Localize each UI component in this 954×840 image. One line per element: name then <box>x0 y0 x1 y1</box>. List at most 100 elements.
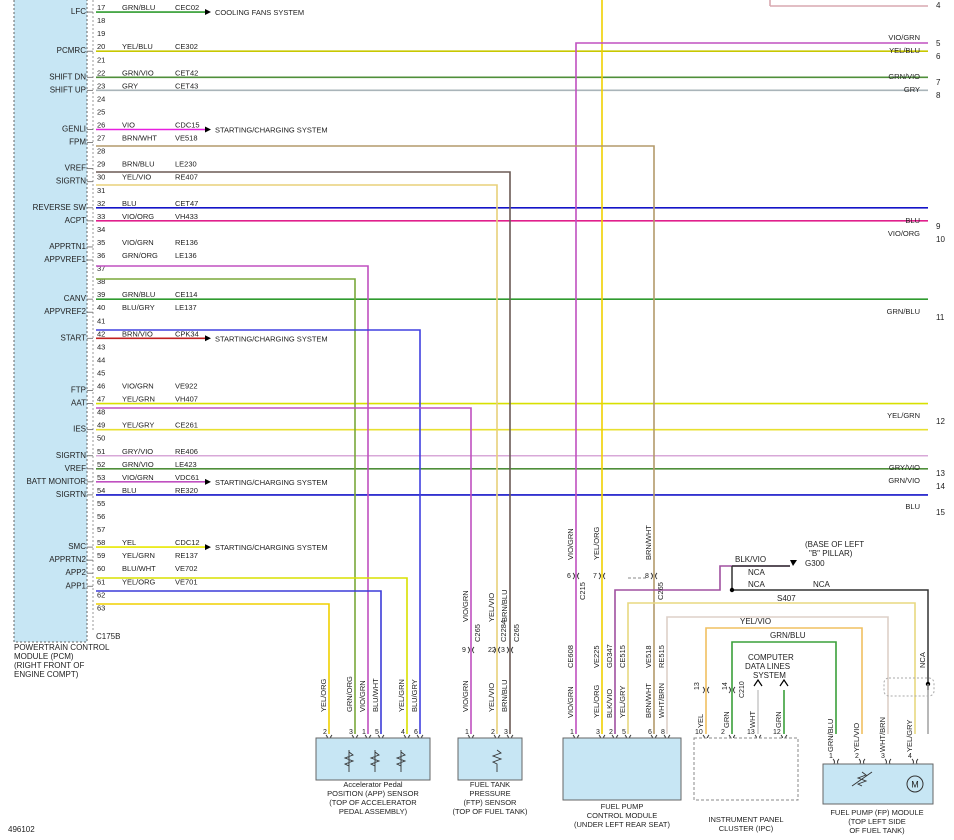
pcm-connector-label: C175B <box>96 632 120 641</box>
pcm-pin-number: 56 <box>97 512 105 521</box>
ftp-sensor-wiring <box>96 171 511 734</box>
cdls-line-3: SYSTEM <box>753 671 786 680</box>
connector-icon <box>572 572 580 580</box>
fpcm-circuit: CE515 <box>618 645 627 668</box>
pcm-circuit-id: LE230 <box>175 160 197 169</box>
pcm-circuit-id: CET42 <box>175 68 198 77</box>
pcm-circuit-id: CE302 <box>175 42 198 51</box>
right-terminal-number: 4 <box>936 1 941 10</box>
app-sensor: Accelerator Pedal POSITION (APP) SENSOR … <box>315 737 431 816</box>
pcm-wire-color: BRN/BLU <box>122 160 155 169</box>
app-sensor-wiring <box>96 265 421 734</box>
app-drop-color: BLU/WHT <box>371 678 380 712</box>
fpcm-drop-pin: 3 <box>596 729 600 736</box>
ipc-label-2: CLUSTER (IPC) <box>719 824 774 833</box>
pcm-pin-name: APPVREF2 <box>44 307 86 316</box>
fpcm-circuit: GD347 <box>605 644 614 668</box>
pcm-pin-number: 27 <box>97 134 105 143</box>
app-drop-pin: 3 <box>349 729 353 736</box>
right-terminal-color: BLU <box>905 502 920 511</box>
potentiometer-icon <box>343 750 407 772</box>
fpcm-drop-pin: 2 <box>609 729 613 736</box>
ftp-label-3: (FTP) SENSOR <box>464 798 518 807</box>
pcm-circuit-id: CDC15 <box>175 121 200 130</box>
shield-symbol <box>883 677 935 697</box>
ground-s407: S407 <box>777 594 796 603</box>
pcm-wire-color: VIO/GRN <box>122 238 154 247</box>
pcm-pin-number: 47 <box>97 395 105 404</box>
cdls-line-1: COMPUTER <box>748 653 794 662</box>
pcm-pin-number: 38 <box>97 277 105 286</box>
fpcm-top-color: YEL/ORG <box>592 526 601 560</box>
pcm-circuit-id: CE261 <box>175 421 198 430</box>
diagram-id: 496102 <box>8 825 35 834</box>
fpcm-drop-color: YEL/ORG <box>592 684 601 718</box>
ftp-top-color: BRN/BLU <box>500 589 509 622</box>
pcm-pin-number: 35 <box>97 238 105 247</box>
ground-nca2: NCA <box>748 580 766 589</box>
pcm-pin-number: 26 <box>97 121 105 130</box>
app-drop-color: YEL/ORG <box>319 678 328 712</box>
ftp-label-1: FUEL TANK <box>470 780 510 789</box>
fp-drop-color: GRN/BLU <box>826 719 835 752</box>
fpcm-drop-color: YEL/GRY <box>618 686 627 718</box>
fpcm-circuit: VE225 <box>592 645 601 668</box>
wire-ftp <box>96 407 472 734</box>
pcm-pin-name: ACPT <box>65 216 86 225</box>
pcm-circuit-id: LE136 <box>175 251 197 260</box>
pcm-pin-number: 39 <box>97 290 105 299</box>
pcm-pin-name: IES <box>73 425 86 434</box>
pcm-pin-name: APPRTN2 <box>49 555 86 564</box>
pcm-wire-color: BLU/GRY <box>122 303 155 312</box>
app-drop-pin: 5 <box>375 729 379 736</box>
fuel-pump-module: M FUEL PUMP (FP) MODULE (TOP LEFT SIDE O… <box>822 763 934 835</box>
app-drop-color: GRN/ORG <box>345 676 354 712</box>
pcm-wire-color: BLU <box>122 199 137 208</box>
ipc: INSTRUMENT PANEL CLUSTER (IPC) <box>693 737 799 833</box>
fpcm-top-color: BRN/WHT <box>644 525 653 560</box>
ipc-wiring: YEL/VIO GRN/BLU COMPUTER DATA LINES SYST… <box>705 617 863 734</box>
pcm-wire-color: YEL/GRN <box>122 551 155 560</box>
pcm-pin-number: 40 <box>97 303 105 312</box>
pcm-circuit-id: CEC02 <box>175 3 199 12</box>
pcm-pin-number: 43 <box>97 342 105 351</box>
pcm-pin-number: 36 <box>97 251 105 260</box>
pcm-wire-color: YEL <box>122 538 136 547</box>
ipc-drop-color: GRN <box>774 711 783 728</box>
ipc-conn-c210: C210 <box>739 681 746 698</box>
pcm-pin-name: APP2 <box>66 568 87 577</box>
ipc-grn-blu-label: GRN/BLU <box>770 631 806 640</box>
arrow-right-icon <box>205 478 211 485</box>
pcm-wire-color: GRY/VIO <box>122 447 153 456</box>
wire-destination: STARTING/CHARGING SYSTEM <box>215 126 328 135</box>
right-terminal-number: 10 <box>936 235 945 244</box>
pcm-pin-number: 45 <box>97 368 105 377</box>
pcm-pin-number: 30 <box>97 173 105 182</box>
pcm-pin-name: FTP <box>71 386 86 395</box>
pcm-wire-color: YEL/BLU <box>122 42 153 51</box>
fp-drop-pin: 2 <box>855 753 859 760</box>
pcm-wire-color: VIO/GRN <box>122 473 154 482</box>
pcm-pin-name: CANV <box>64 294 87 303</box>
wire-destination: STARTING/CHARGING SYSTEM <box>215 543 328 552</box>
fpcm-top-pin: 6 <box>567 573 571 580</box>
pcm-wire-color: VIO/GRN <box>122 382 154 391</box>
fp-label-3: OF FUEL TANK) <box>849 826 905 835</box>
pcm-wire-color: GRN/ORG <box>122 251 158 260</box>
ftp-sensor-icon <box>491 749 503 772</box>
right-terminal-color: BLU <box>905 216 920 225</box>
pcm-wire-color: VIO/ORG <box>122 212 154 221</box>
pcm-label-line-1: POWERTRAIN CONTROL <box>14 643 110 652</box>
ipc-drop-pin: 10 <box>695 729 703 736</box>
fpcm-wiring <box>96 42 928 734</box>
pcm-pin-number: 54 <box>97 486 105 495</box>
pcm-pin-name: FPM <box>69 138 86 147</box>
fpcm-circuit: RE515 <box>657 645 666 668</box>
ipc-conn-14: 14 <box>722 682 729 690</box>
fp-drop-pin: 3 <box>881 753 885 760</box>
pcm-pin-name: SHIFT DN <box>49 72 86 81</box>
fpcm-drop-pin: 5 <box>622 729 626 736</box>
fpcm: FUEL PUMP CONTROL MODULE (UNDER LEFT REA… <box>562 737 682 829</box>
